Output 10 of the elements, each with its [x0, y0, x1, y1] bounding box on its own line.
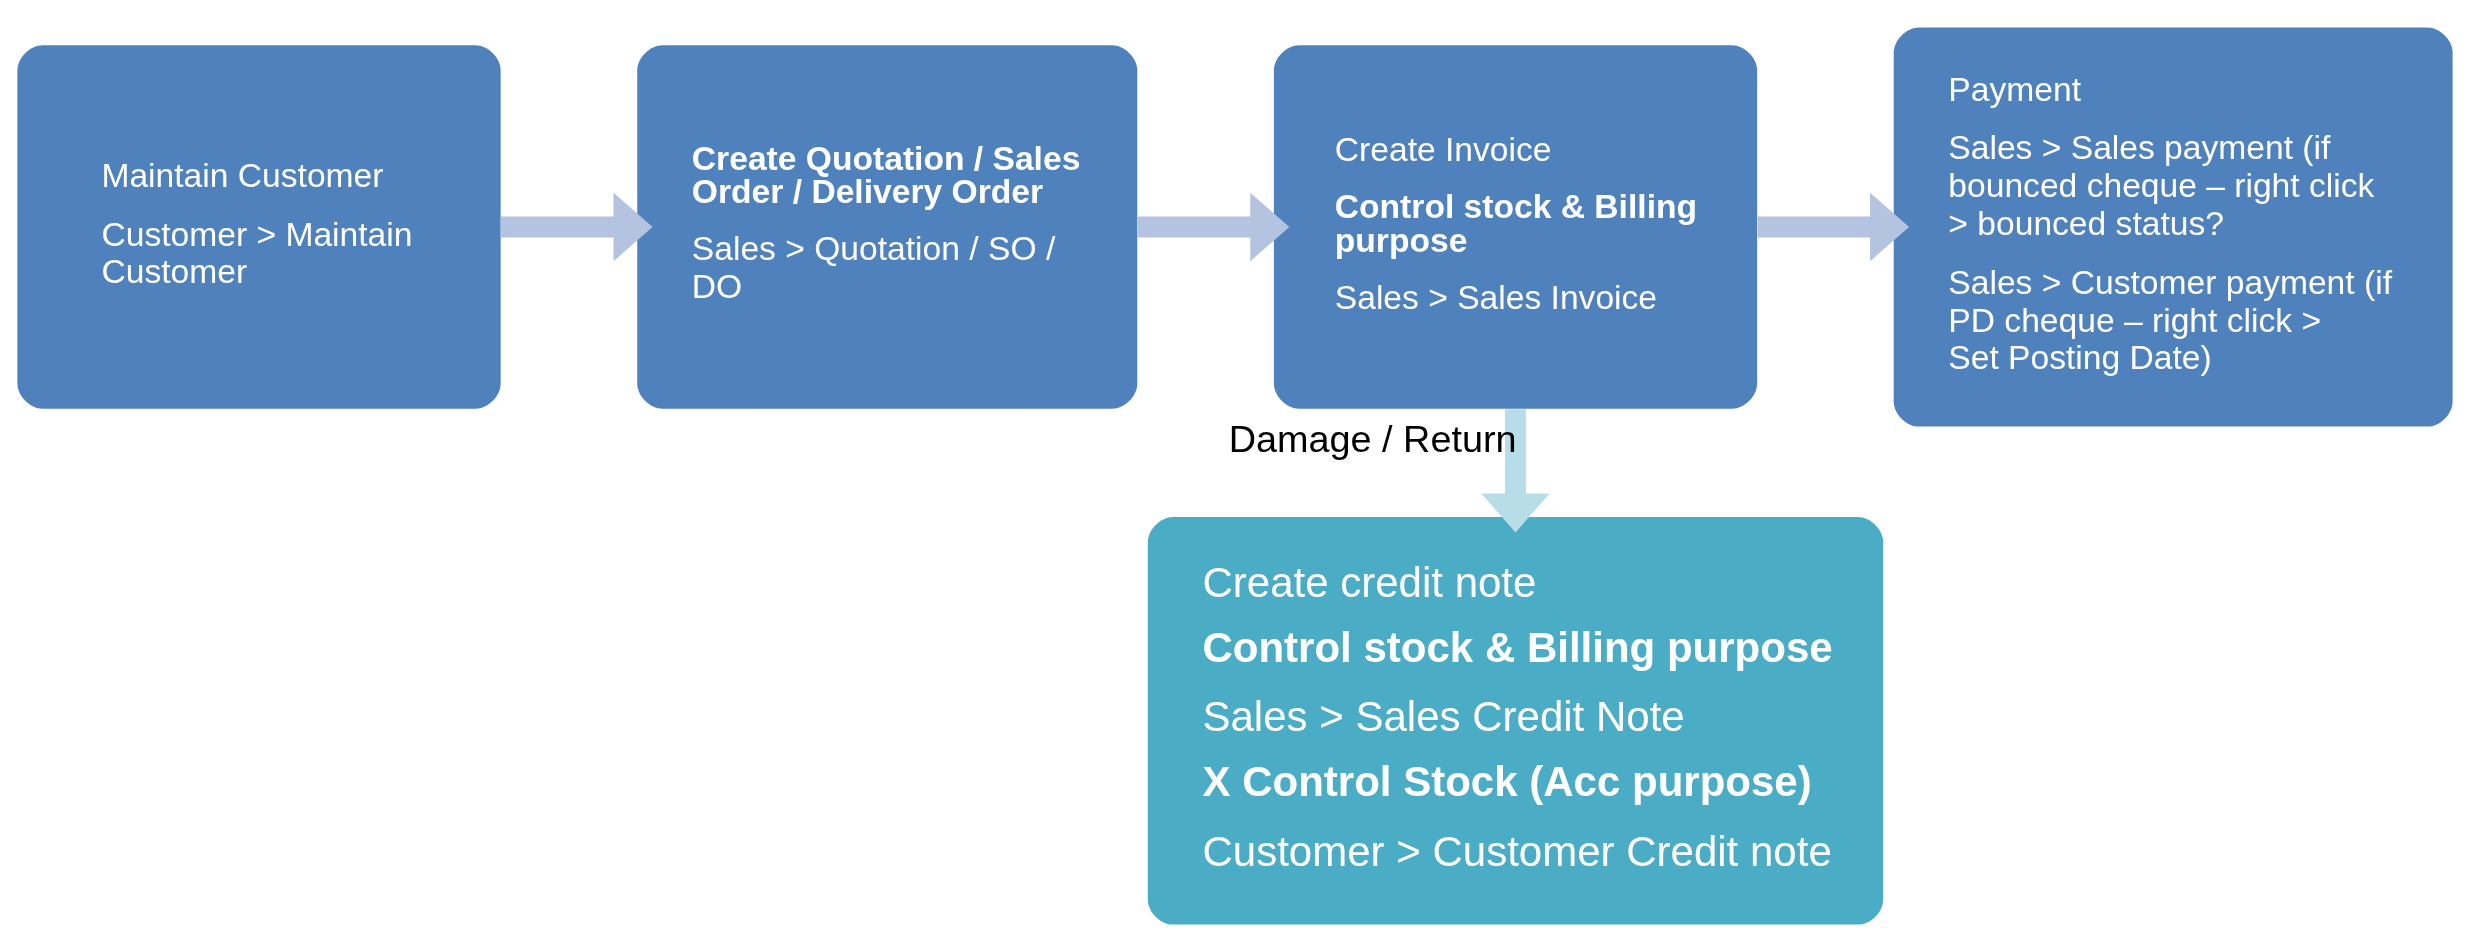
edge-label: Damage / Return: [1228, 417, 1517, 460]
arrow: [500, 192, 653, 262]
node-box: Create credit note Control stock & Billing purpose Sales > Sales Credit Note X Control Stock (Acc purpose) Customer > Customer Credit note: [1147, 516, 1884, 925]
arrow: [1757, 192, 1910, 262]
node-box: Create Quotation / Sales Order / Delivery Order Sales > Quotation / SO / DO: [637, 45, 1138, 409]
node-box: Create Invoice Control stock & Billing purpose Sales > Sales Invoice: [1273, 45, 1758, 409]
node-box: Maintain Customer Customer > Maintain Customer: [17, 45, 501, 409]
arrow: [1481, 409, 1550, 533]
node-box: Payment Sales > Sales payment (if bounced cheque – right click > bounced status? Sales > Customer payment (if PD cheque – right click > Set Posting Date): [1893, 27, 2453, 427]
arrow: [1137, 192, 1290, 262]
